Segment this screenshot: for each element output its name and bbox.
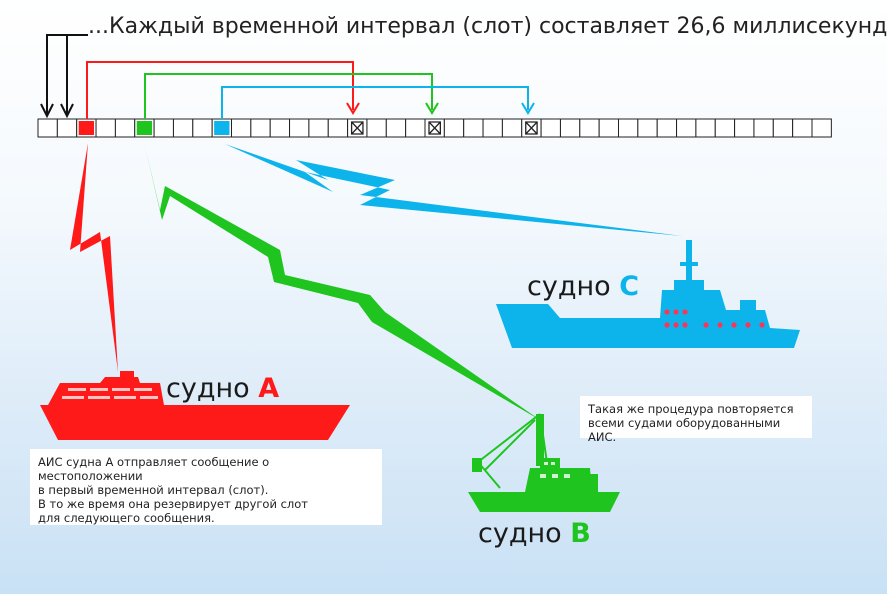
- time-slot: [37, 118, 58, 138]
- transmitted-slot: [136, 121, 153, 135]
- time-slot: [327, 118, 349, 138]
- time-slot: [289, 118, 310, 138]
- time-slot: [559, 118, 581, 138]
- procedure-note: Такая же процедура повторяется всеми суд…: [580, 396, 812, 444]
- time-slot: [463, 118, 484, 138]
- time-slot: [772, 118, 794, 138]
- radio-signal-c: [225, 144, 682, 236]
- ship-c-word: судно: [527, 271, 611, 302]
- ship-c: [496, 240, 800, 348]
- time-slot: [231, 118, 252, 138]
- ship-a-letter: A: [258, 373, 280, 404]
- ship-a-note-line-2: в первый временной интервал (слот).: [38, 483, 269, 497]
- ship-a-note-line-4: для следующего сообщения.: [38, 511, 215, 525]
- radio-signal-b: [145, 146, 540, 420]
- time-slot: [482, 118, 503, 138]
- reservation-arrow-b: [144, 73, 439, 119]
- time-slot: [579, 118, 600, 138]
- time-slot: [501, 118, 523, 138]
- ship-a-note: АИС судна А отправляет сообщение о место…: [30, 449, 382, 525]
- reserved-slot-mark: [350, 121, 364, 135]
- ship-b: [468, 413, 620, 512]
- ship-a-word: судно: [166, 373, 250, 404]
- slot-pointer-arrows: [40, 34, 88, 119]
- time-slot: [811, 118, 832, 138]
- time-slot: [153, 118, 174, 138]
- ship-b-label: судно B: [478, 518, 591, 549]
- time-slot: [676, 118, 697, 138]
- time-slot: [56, 118, 78, 138]
- reserved-slot-mark: [428, 121, 441, 135]
- transmitted-slot: [214, 121, 230, 135]
- time-slot: [405, 118, 426, 138]
- procedure-note-line-2: всеми судами оборудованными АИС.: [588, 416, 781, 444]
- slot-pointer-arrow-1: [46, 34, 88, 114]
- ship-c-label: судно C: [527, 271, 639, 302]
- time-slot: [443, 118, 465, 138]
- time-slot: [95, 118, 116, 138]
- ais-slot-diagram: [37, 34, 832, 512]
- time-slot: [714, 118, 736, 138]
- time-slot: [618, 118, 639, 138]
- ship-a: [40, 371, 350, 440]
- time-slot: [637, 118, 658, 138]
- time-slot: [269, 118, 291, 138]
- time-slot: [192, 118, 213, 138]
- ship-a-note-line-3: В то же время она резервирует другой сло…: [38, 497, 309, 511]
- ship-c-letter: C: [619, 271, 640, 302]
- radio-signal-a: [70, 143, 118, 372]
- time-slot: [172, 118, 194, 138]
- reserved-slot-mark: [525, 121, 538, 135]
- time-slot: [385, 118, 407, 138]
- time-slot: [695, 118, 716, 138]
- ship-a-label: судно A: [166, 373, 279, 404]
- time-slot: [308, 118, 329, 138]
- time-slot: [540, 118, 561, 138]
- time-slot: [792, 118, 813, 138]
- time-slot: [114, 118, 136, 138]
- time-slot: [753, 118, 774, 138]
- procedure-note-line-1: Такая же процедура повторяется: [588, 402, 794, 416]
- time-slot: [734, 118, 755, 138]
- ship-b-word: судно: [478, 518, 562, 549]
- reservation-arrow-c: [221, 86, 535, 119]
- time-slot: [598, 118, 620, 138]
- time-slot-strip: [37, 118, 832, 138]
- time-slot: [250, 118, 271, 138]
- time-slot: [366, 118, 387, 138]
- ship-a-note-line-1: АИС судна А отправляет сообщение о место…: [38, 455, 270, 483]
- ship-b-letter: B: [570, 518, 591, 549]
- diagram-title: ...Каждый временной интервал (слот) сост…: [88, 14, 887, 39]
- time-slot: [656, 118, 678, 138]
- transmitted-slot: [78, 121, 95, 135]
